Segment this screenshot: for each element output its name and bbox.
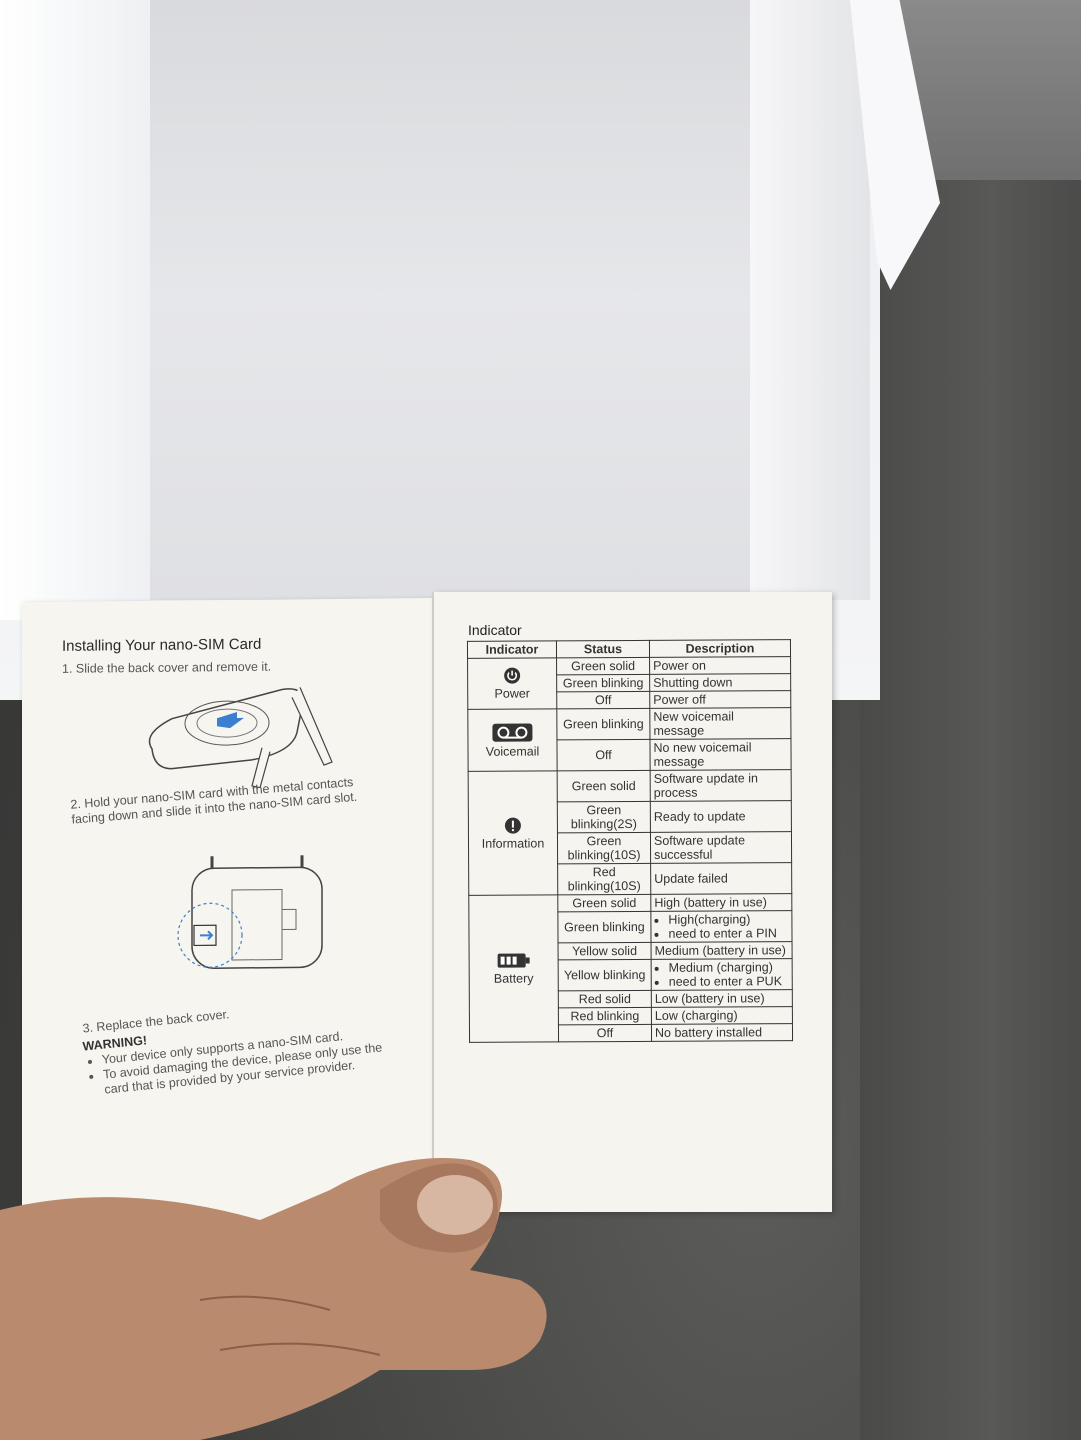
description-cell: Update failed [650,862,792,895]
status-cell: Green blinking(2S) [557,801,651,833]
couch-cushion [860,180,1081,1440]
status-cell: Yellow solid [558,942,652,960]
indicator-cell-information: Information [468,770,558,896]
status-cell: Green solid [556,657,650,675]
table-row: Battery Green solid High (battery in use… [468,893,792,1043]
description-cell: Software update in process [650,769,792,802]
status-cell: Red solid [558,990,652,1008]
information-icon [504,817,521,834]
status-cell: Yellow blinking [558,959,652,991]
description-cell: Medium (battery in use) [651,941,793,960]
status-cell: Off [558,1024,652,1042]
left-page-title: Installing Your nano-SIM Card [62,635,262,655]
description-cell: Power on [649,656,791,675]
back-cover-illustration [148,687,333,789]
status-cell: Green blinking [556,674,650,692]
table-header-row: Indicator Status Description [467,639,791,659]
header-description: Description [649,639,791,658]
step-1: 1. Slide the back cover and remove it. [62,659,272,676]
description-cell: Low (battery in use) [651,989,793,1008]
table-row: Voicemail Green blinking New voicemail m… [467,707,791,772]
status-cell: Red blinking [558,1007,652,1025]
status-cell: Green blinking [557,911,652,943]
left-page: Installing Your nano-SIM Card 1. Slide t… [22,597,452,1263]
indicator-table: Indicator Status Description Power Green… [467,639,793,1043]
description-cell: Ready to update [650,800,792,833]
table-row: Power Green solid Power on [467,656,791,710]
status-cell: Off [556,691,650,709]
status-cell: Red blinking(10S) [557,863,651,895]
description-cell: Shutting down [649,673,791,692]
description-cell: High(charging) need to enter a PIN [650,910,793,943]
description-item: High(charging) [668,912,788,926]
battery-icon [497,953,530,968]
description-item: need to enter a PUK [669,974,789,989]
indicator-label: Battery [493,971,534,986]
indicator-cell-power: Power [467,657,557,710]
hand [0,1158,547,1440]
voicemail-icon [492,723,533,742]
indicator-title: Indicator [468,622,522,638]
indicator-label: Voicemail [485,743,540,759]
description-cell: Software update successful [650,831,792,864]
description-cell: No battery installed [651,1023,793,1042]
description-cell: Power off [649,690,791,709]
description-cell: Medium (charging) need to enter a PUK [651,958,793,991]
status-cell: Green blinking(10S) [557,832,651,864]
description-cell: High (battery in use) [650,893,792,912]
header-indicator: Indicator [467,640,557,659]
status-cell: Off [556,739,651,771]
description-cell: No new voicemail message [649,738,792,771]
table-row: Information Green solid Software update … [468,769,792,896]
box-interior [50,0,810,600]
status-cell: Green solid [557,894,651,912]
description-cell: Low (charging) [651,1006,793,1025]
right-page [434,592,832,1212]
box-right-wall [750,0,870,600]
description-cell: New voicemail message [649,707,791,740]
power-icon [504,667,521,684]
description-item: need to enter a PIN [668,926,788,941]
indicator-cell-battery: Battery [468,894,559,1043]
status-cell: Green solid [557,770,651,802]
indicator-cell-voicemail: Voicemail [467,708,558,772]
quick-start-booklet: Installing Your nano-SIM Card 1. Slide t… [22,592,834,1282]
sim-slot-illustration [177,855,323,969]
box-left-wall [0,0,150,620]
description-item: Medium (charging) [669,960,789,975]
header-status: Status [556,640,650,658]
indicator-label: Information [481,835,545,851]
indicator-label: Power [494,686,530,701]
status-cell: Green blinking [556,708,650,740]
